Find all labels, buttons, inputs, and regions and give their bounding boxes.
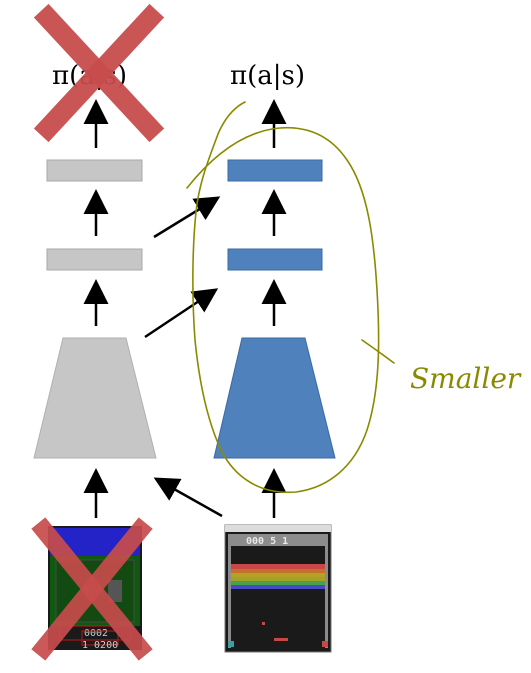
handwritten-circle-annotation <box>186 101 380 494</box>
left-conv-trapezoid <box>33 337 157 459</box>
breakout-score: 000 5 1 <box>246 536 288 547</box>
right-policy-label: π(a|s) <box>230 61 305 91</box>
cross-bottom-left <box>31 517 153 661</box>
right-fc-layer-1 <box>227 248 323 271</box>
left-game-score-1: 0002 <box>84 628 108 639</box>
right-conv-trapezoid <box>213 337 336 459</box>
breakout-game-thumbnail: 000 5 1 <box>224 524 332 653</box>
left-fc-layer-1 <box>46 248 143 271</box>
left-fc-layer-2 <box>46 159 143 182</box>
transfer-arrow-fc-top <box>153 196 221 239</box>
annotation-smaller-text: Smaller <box>410 362 522 395</box>
transfer-arrow-fc-mid <box>144 288 219 339</box>
breakout-to-left-conv-arrow <box>153 477 223 518</box>
left-game-score-2: 1 0200 <box>82 640 118 651</box>
cross-top-left <box>33 3 165 143</box>
right-fc-layer-2 <box>227 159 323 182</box>
annotation-pointer-line <box>361 339 395 364</box>
